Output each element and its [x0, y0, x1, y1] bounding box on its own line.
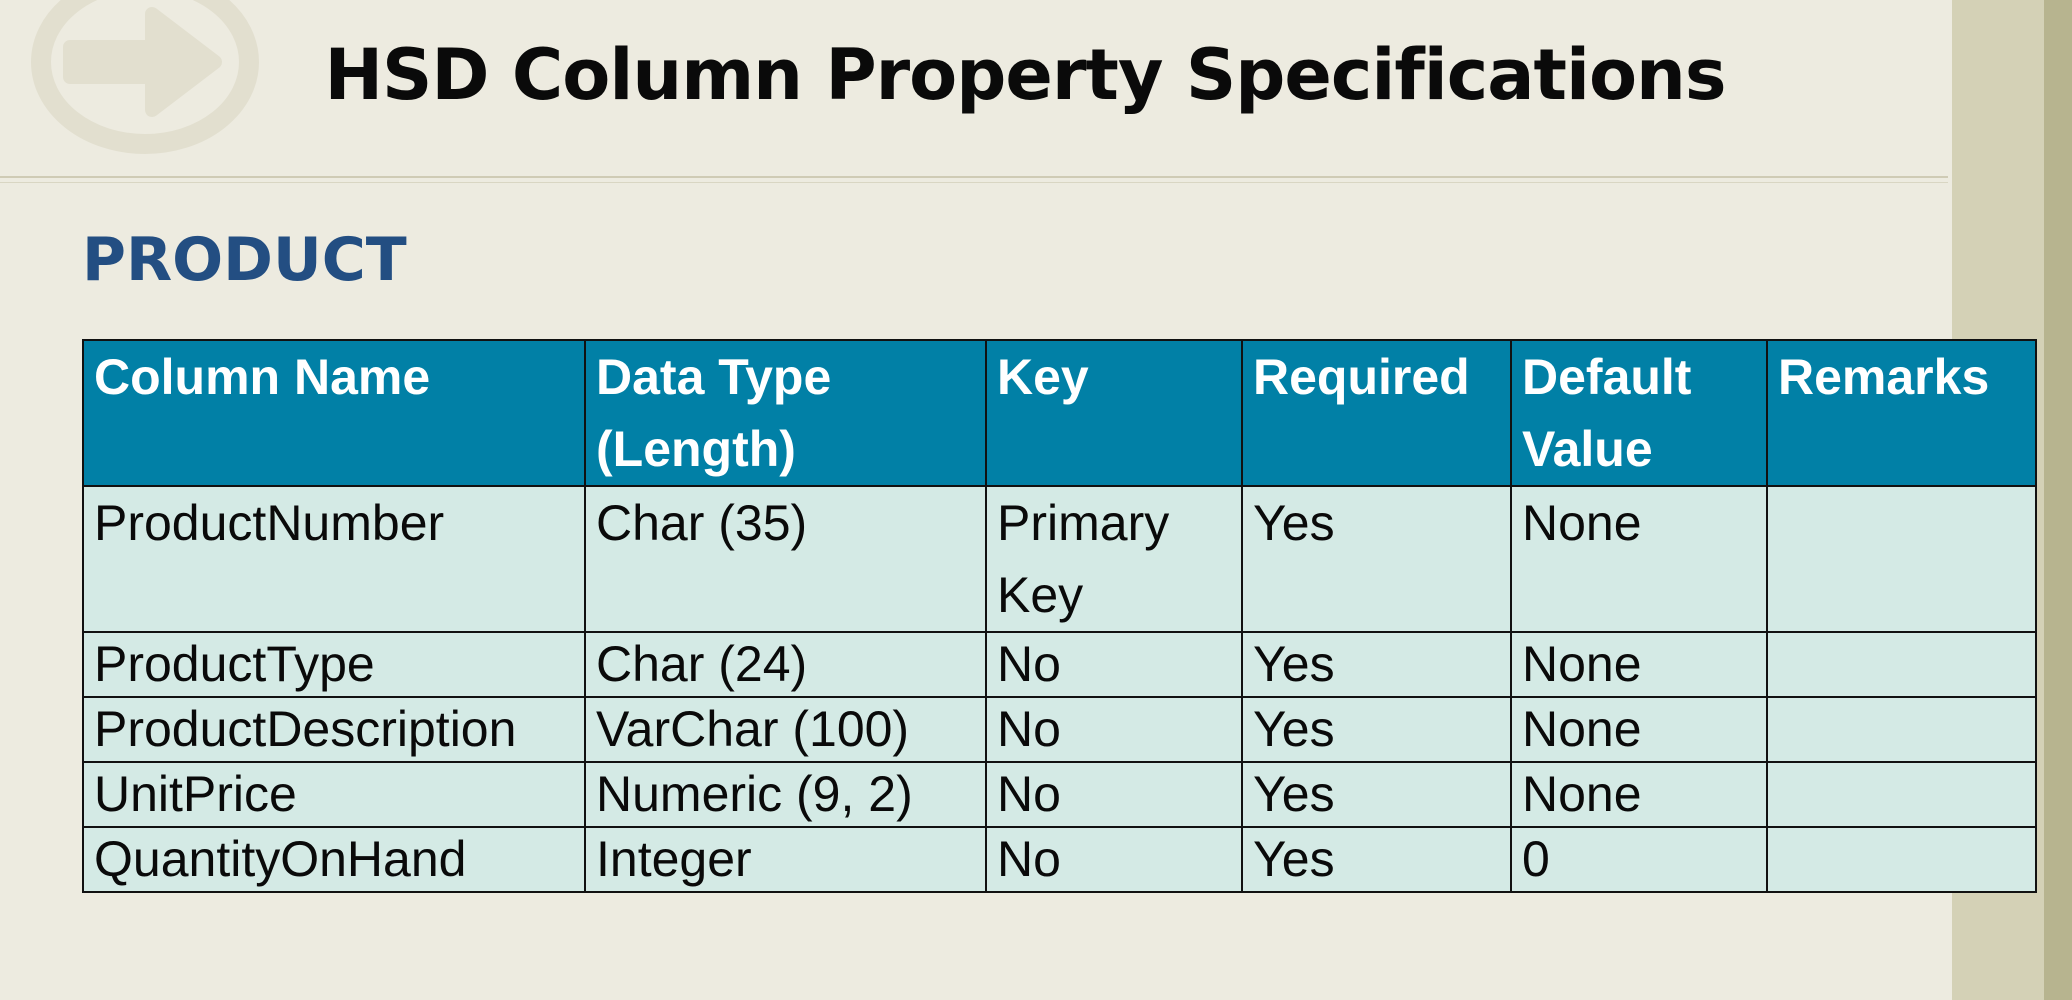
table-row: ProductType Char (24) No Yes None: [82, 631, 2037, 698]
title-divider-thin: [0, 182, 1948, 183]
cell-data-type: Char (35): [584, 485, 987, 633]
cell-required: Yes: [1241, 631, 1512, 698]
cell-default-value: None: [1510, 631, 1768, 698]
cell-key: No: [985, 631, 1243, 698]
cell-data-type: Numeric (9, 2): [584, 761, 987, 828]
cell-column-name: QuantityOnHand: [82, 826, 586, 893]
cell-column-name: ProductDescription: [82, 696, 586, 763]
header-required: Required: [1241, 339, 1512, 487]
header-data-type: Data Type (Length): [584, 339, 987, 487]
header-remarks: Remarks: [1766, 339, 2037, 487]
table-row: ProductNumber Char (35) Primary Key Yes …: [82, 485, 2037, 633]
table-row: ProductDescription VarChar (100) No Yes …: [82, 696, 2037, 763]
table-name-heading: PRODUCT: [82, 225, 407, 295]
table-row: UnitPrice Numeric (9, 2) No Yes None: [82, 761, 2037, 828]
column-spec-table: Column Name Data Type (Length) Key Requi…: [82, 339, 2037, 893]
cell-column-name: ProductNumber: [82, 485, 586, 633]
cell-data-type: Integer: [584, 826, 987, 893]
cell-key: No: [985, 696, 1243, 763]
cell-key: No: [985, 826, 1243, 893]
slide-title: HSD Column Property Specifications: [324, 34, 1726, 116]
cell-data-type: Char (24): [584, 631, 987, 698]
slide-side-band-edge: [2044, 0, 2072, 1000]
cell-key: No: [985, 761, 1243, 828]
cell-default-value: None: [1510, 485, 1768, 633]
table-row: QuantityOnHand Integer No Yes 0: [82, 826, 2037, 893]
header-column-name: Column Name: [82, 339, 586, 487]
cell-required: Yes: [1241, 826, 1512, 893]
header-default-value: Default Value: [1510, 339, 1768, 487]
cell-remarks: [1766, 696, 2037, 763]
cell-remarks: [1766, 826, 2037, 893]
cell-default-value: 0: [1510, 826, 1768, 893]
cell-column-name: UnitPrice: [82, 761, 586, 828]
cell-required: Yes: [1241, 761, 1512, 828]
title-divider: [0, 176, 1948, 178]
cell-required: Yes: [1241, 696, 1512, 763]
cell-required: Yes: [1241, 485, 1512, 633]
cell-key: Primary Key: [985, 485, 1243, 633]
cell-column-name: ProductType: [82, 631, 586, 698]
header-key: Key: [985, 339, 1243, 487]
cell-default-value: None: [1510, 761, 1768, 828]
cell-remarks: [1766, 485, 2037, 633]
cell-remarks: [1766, 761, 2037, 828]
cell-default-value: None: [1510, 696, 1768, 763]
cell-remarks: [1766, 631, 2037, 698]
cell-data-type: VarChar (100): [584, 696, 987, 763]
arrow-right-circle-icon: [31, 0, 259, 154]
table-header-row: Column Name Data Type (Length) Key Requi…: [82, 339, 2037, 487]
